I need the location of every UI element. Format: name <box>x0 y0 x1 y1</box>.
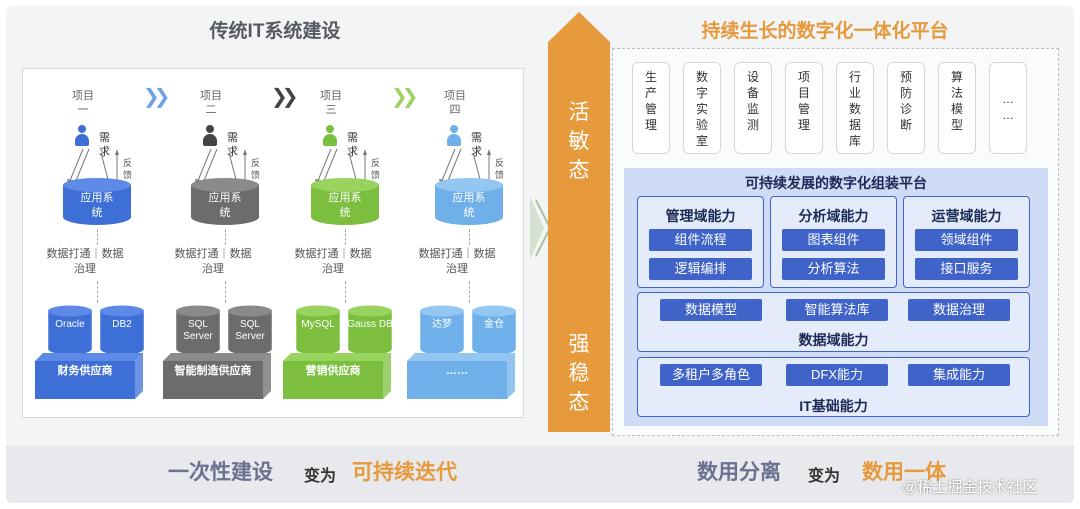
vendor-block: 营销供应商 <box>283 353 391 399</box>
chevron-right-icon: ❯❯ <box>271 86 298 108</box>
data-governance-label: 数据打通｜数据治理 <box>418 248 496 275</box>
business-app-card: …… <box>989 62 1027 154</box>
capability-chip: 组件流程 <box>649 229 752 251</box>
chevron-right-icon: ❯❯ <box>143 86 170 108</box>
business-app-card: 行业数据库 <box>836 62 874 154</box>
feedback-label: 反馈 <box>251 158 261 180</box>
stable-mode-label: 强稳态 <box>568 333 590 414</box>
connector-line <box>97 281 98 303</box>
app-system-cylinder: 应用系统 <box>309 177 381 227</box>
data-governance-label: 数据打通｜数据治理 <box>174 248 252 275</box>
business-app-card: 预防诊断 <box>887 62 925 154</box>
requirement-label: 需求 <box>99 132 110 158</box>
feedback-label: 反馈 <box>371 158 381 180</box>
capability-chip: 接口服务 <box>915 258 1018 280</box>
capability-chip: 数据治理 <box>908 299 1010 321</box>
connector-line <box>469 229 470 245</box>
agile-mode-label: 活敏态 <box>568 101 590 182</box>
chevron-right-icon: ❯❯ <box>391 86 418 108</box>
bottom-left-before: 一次性建设 <box>168 461 273 484</box>
capability-chip: DFX能力 <box>786 364 888 386</box>
business-app-card: 数字实验室 <box>683 62 721 154</box>
capability-title: 数据域能力 <box>798 332 869 348</box>
business-app-card: 算法模型 <box>938 62 976 154</box>
bottom-left-becomes: 变为 <box>304 468 337 485</box>
right-title: 持续生长的数字化一体化平台 <box>701 21 949 42</box>
feedback-label: 反馈 <box>123 158 133 180</box>
database-cylinder: 金仓 <box>471 305 517 357</box>
left-title: 传统IT系统建设 <box>209 21 341 42</box>
app-system-cylinder: 应用系统 <box>189 177 261 227</box>
request-arrows-icon <box>439 148 491 185</box>
app-system-cylinder: 应用系统 <box>61 177 133 227</box>
connector-line <box>469 281 470 303</box>
vendor-block: 财务供应商 <box>35 353 143 399</box>
database-cylinder: SQL Server <box>227 305 273 357</box>
capability-chip: 多租户多角色 <box>660 364 762 386</box>
database-cylinder: DB2 <box>99 305 145 357</box>
database-cylinder: SQL Server <box>175 305 221 357</box>
project-label: 项目三 <box>320 90 342 116</box>
connector-line <box>225 229 226 245</box>
connector-line <box>97 229 98 245</box>
database-cylinder: 达梦 <box>419 305 465 357</box>
business-app-card: 项目管理 <box>785 62 823 154</box>
user-icon <box>75 125 89 147</box>
bottom-right-after: 数用一体 <box>862 461 946 484</box>
database-cylinder: Gauss DB <box>347 305 393 357</box>
connector-line <box>345 281 346 303</box>
user-icon <box>447 125 461 147</box>
capability-title: IT基础能力 <box>799 398 868 414</box>
agile-stable-arrow <box>548 12 610 432</box>
capability-title: 分析域能力 <box>798 208 869 224</box>
bottom-left-after: 可持续迭代 <box>352 461 457 484</box>
bottom-band <box>6 446 1074 503</box>
bottom-right-before: 数用分离 <box>697 461 781 484</box>
capability-chip: 集成能力 <box>908 364 1010 386</box>
connector-line <box>225 281 226 303</box>
business-app-card: 生产管理 <box>632 62 670 154</box>
database-cylinder: Oracle <box>47 305 93 357</box>
project-label: 项目四 <box>444 90 466 116</box>
data-governance-label: 数据打通｜数据治理 <box>294 248 372 275</box>
capability-chip: 图表组件 <box>782 229 885 251</box>
project-label: 项目一 <box>72 90 94 116</box>
assembly-title: 可持续发展的数字化组装平台 <box>745 175 927 191</box>
connector-line <box>345 229 346 245</box>
capability-chip: 分析算法 <box>782 258 885 280</box>
capability-chip: 数据模型 <box>660 299 762 321</box>
business-app-card: 设备监测 <box>734 62 772 154</box>
project-column: 项目四需求反馈应用系统数据打通｜数据治理达梦金仓…… <box>395 69 517 419</box>
vendor-block: 智能制造供应商 <box>163 353 271 399</box>
requirement-label: 需求 <box>471 132 482 158</box>
user-icon <box>323 125 337 147</box>
data-governance-label: 数据打通｜数据治理 <box>46 248 124 275</box>
watermark: @稀土掘金技术社区 <box>902 479 1038 496</box>
capability-chip: 领域组件 <box>915 229 1018 251</box>
database-cylinder: MySQL <box>295 305 341 357</box>
vendor-block: …… <box>407 353 515 399</box>
feedback-label: 反馈 <box>495 158 505 180</box>
bottom-right-becomes: 变为 <box>808 468 841 485</box>
requirement-label: 需求 <box>227 132 238 158</box>
user-icon <box>203 125 217 147</box>
capability-title: 管理域能力 <box>665 208 736 224</box>
project-label: 项目二 <box>200 90 222 116</box>
app-system-cylinder: 应用系统 <box>433 177 505 227</box>
capability-title: 运营域能力 <box>931 208 1002 224</box>
capability-chip: 逻辑编排 <box>649 258 752 280</box>
capability-chip: 智能算法库 <box>786 299 888 321</box>
requirement-label: 需求 <box>347 132 358 158</box>
